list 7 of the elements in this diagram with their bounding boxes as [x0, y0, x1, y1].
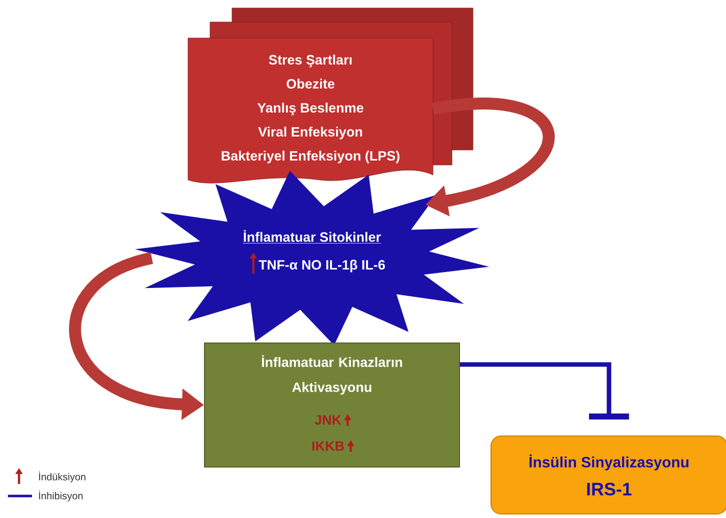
- stacked-sheets: Stres Şartları Obezite Yanlış Beslenme Viral Enfeksiyon Bakteriyel Enfeksiyon (LPS): [188, 8, 474, 184]
- starburst: İnflamatuar Sitokinler TNF-α NO IL-1β IL-6: [134, 170, 490, 346]
- inhibition-line: [460, 362, 629, 420]
- legend-text: İndüksiyon: [39, 472, 86, 482]
- legend-text: İnhibisyon: [39, 490, 83, 502]
- process-box: İnflamatuar Kinazların Aktivasyonu JNK IKKB: [204, 342, 460, 468]
- process-box: İnsülin Sinyalizasyonu IRS-1: [490, 436, 726, 514]
